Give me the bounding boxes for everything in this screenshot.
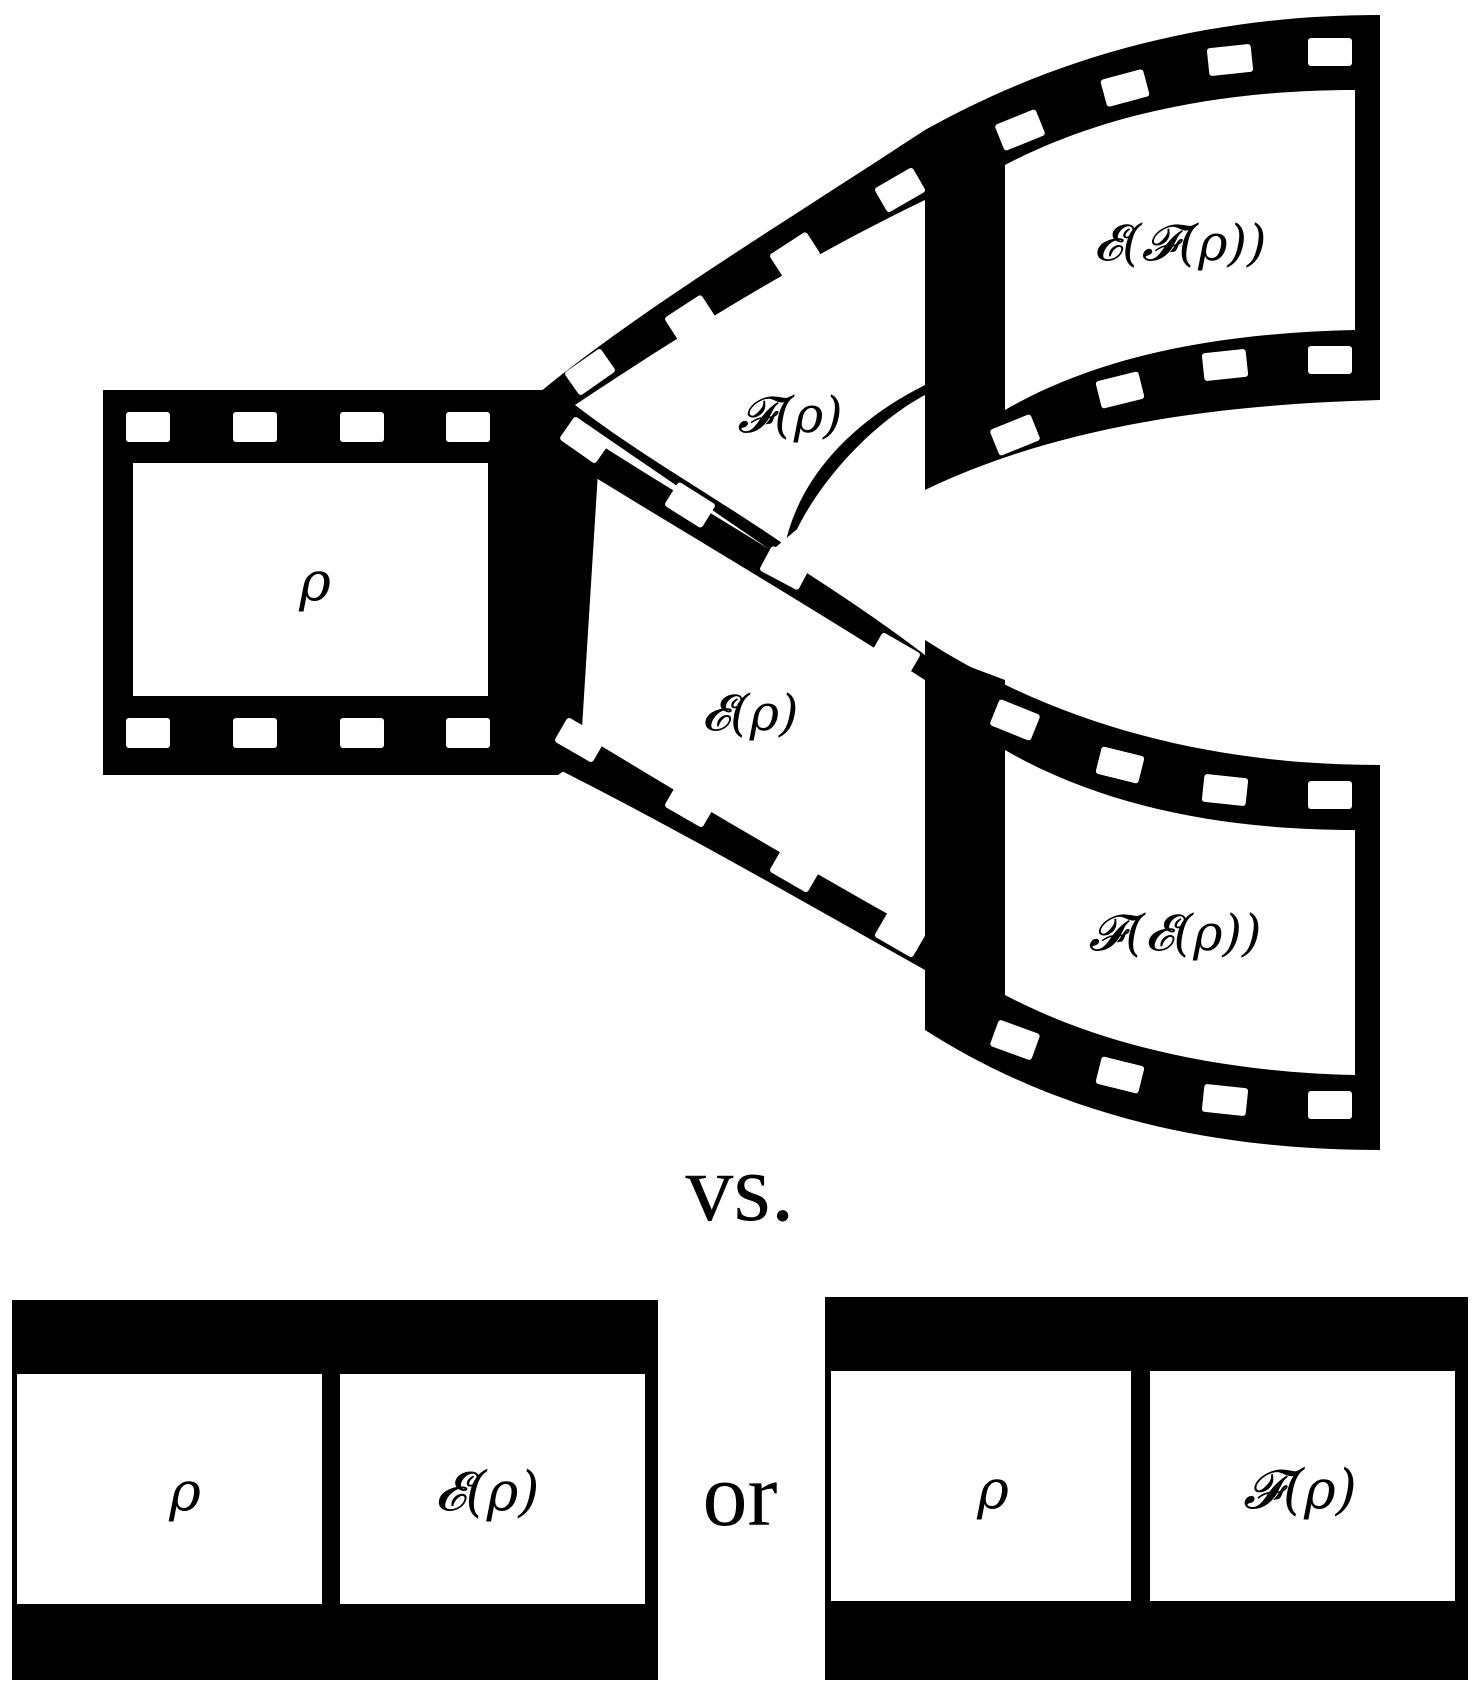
- strip-right-frame2-label: 𝓕(ρ): [1243, 1458, 1357, 1521]
- sprocket-hole: [1308, 781, 1352, 809]
- sprocket-hole: [1206, 44, 1254, 76]
- sprocket-hole: [875, 167, 925, 213]
- sprocket-hole: [770, 847, 820, 893]
- sprocket-hole: [1308, 1091, 1352, 1119]
- sprocket-hole: [126, 718, 170, 748]
- sprocket-hole: [340, 412, 384, 442]
- end-lower-label: 𝓕(𝓔(ρ)): [1089, 904, 1262, 962]
- sprocket-hole: [990, 414, 1040, 456]
- upper-branch-film: [540, 15, 1380, 560]
- sprocket-hole: [446, 718, 490, 748]
- initial-frame-label: ρ: [298, 550, 331, 613]
- bottom-right-film-strip: [825, 1297, 1468, 1680]
- strip-left-frame1-label: ρ: [168, 1460, 201, 1523]
- or-word: or: [703, 1446, 778, 1545]
- sprocket-hole: [875, 415, 925, 461]
- sprocket-hole: [665, 782, 715, 828]
- sprocket-hole: [870, 632, 920, 678]
- sprocket-hole: [555, 717, 605, 763]
- initial-film-frame: [103, 390, 600, 775]
- sprocket-hole: [665, 295, 715, 341]
- comparison-word: vs.: [685, 1134, 794, 1241]
- sprocket-hole: [1308, 346, 1352, 374]
- lower-branch-film: [540, 405, 1380, 1150]
- sprocket-hole: [1100, 69, 1150, 107]
- sprocket-hole: [1201, 774, 1249, 806]
- sprocket-hole: [775, 521, 825, 569]
- end-upper-label: 𝓔(𝓕(ρ)): [1094, 214, 1267, 272]
- sprocket-hole: [875, 912, 925, 958]
- sprocket-hole: [233, 412, 277, 442]
- sprocket-hole: [1095, 1056, 1145, 1094]
- sprocket-hole: [340, 718, 384, 748]
- sprocket-hole: [1095, 371, 1145, 409]
- sprocket-hole: [760, 546, 810, 590]
- sprocket-hole: [1095, 746, 1145, 784]
- sprocket-hole: [990, 1020, 1040, 1060]
- sprocket-hole: [1201, 1084, 1249, 1116]
- sprocket-hole: [565, 349, 615, 395]
- strip-right-frame1-label: ρ: [976, 1458, 1009, 1521]
- sprocket-hole: [770, 232, 820, 278]
- sprocket-hole: [560, 417, 610, 463]
- sprocket-hole: [1308, 38, 1352, 66]
- bottom-left-film-strip: [12, 1300, 658, 1680]
- sprocket-hole: [233, 718, 277, 748]
- sprocket-hole: [990, 699, 1040, 741]
- branch-lower-label: 𝓔(ρ): [701, 684, 798, 742]
- sprocket-hole: [665, 482, 715, 528]
- sprocket-hole: [126, 412, 170, 442]
- sprocket-hole: [446, 412, 490, 442]
- sprocket-hole: [995, 109, 1045, 151]
- branch-upper-label: 𝓕(ρ): [737, 386, 842, 444]
- sprocket-hole: [1201, 349, 1249, 381]
- strip-left-frame2-label: 𝓔(ρ): [435, 1460, 540, 1523]
